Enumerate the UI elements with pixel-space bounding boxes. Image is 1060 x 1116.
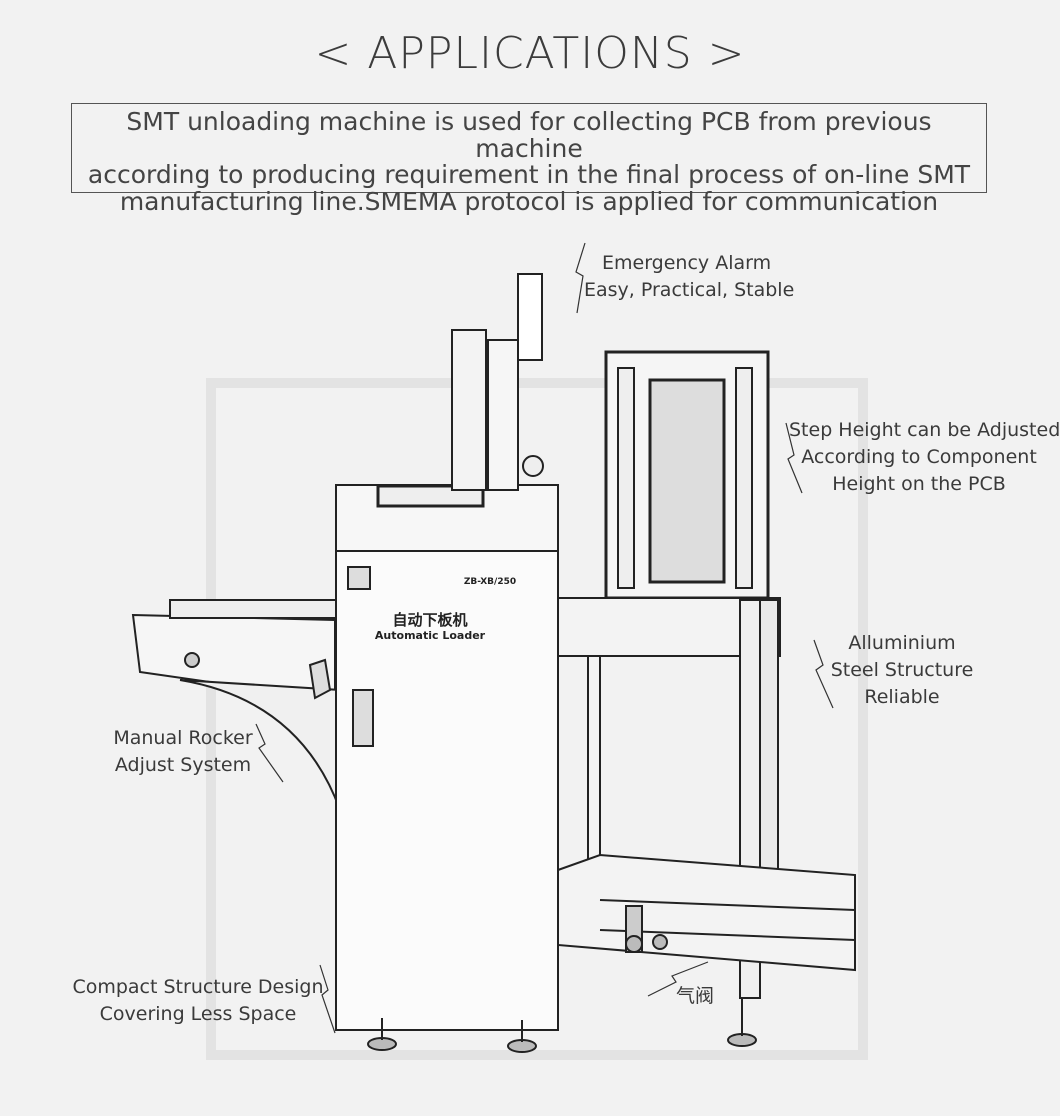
callout-step-height: Step Height can be Adjusted According to… — [789, 419, 1060, 495]
callout-line-valve — [647, 961, 709, 997]
page-title: < APPLICATIONS > — [314, 28, 746, 79]
model-label: ZB-XB/250 — [464, 577, 516, 587]
callout-line-alluminium — [813, 639, 834, 709]
callout-emergency-alarm: Emergency Alarm Easy, Practical, Stable — [584, 252, 795, 301]
callout-compact-structure: Compact Structure Design Covering Less S… — [72, 976, 324, 1025]
logo-badge — [347, 566, 371, 590]
main-cabinet — [335, 484, 559, 1031]
callout-line-rocker — [255, 723, 284, 783]
callout-line-emergency — [575, 242, 586, 314]
inner-post — [587, 655, 601, 887]
callout-alluminium: Alluminium Steel Structure Reliable — [830, 632, 974, 708]
lower-platform — [557, 853, 856, 972]
description-line-2: according to producing requirement in th… — [87, 160, 971, 189]
callout-line-step-height — [785, 422, 803, 494]
background-frame — [206, 378, 868, 1060]
callout-line-compact — [319, 964, 336, 1034]
description-line-1: SMT unloading machine is used for collec… — [126, 107, 932, 163]
callout-manual-rocker: Manual Rocker Adjust System — [113, 727, 253, 776]
panel-subtitle: Automatic Loader — [375, 629, 486, 642]
lift-column — [451, 329, 487, 491]
left-conveyor-rail — [169, 599, 337, 619]
magazine-inner — [648, 378, 726, 584]
callout-air-valve: 气阀 — [676, 985, 715, 1007]
emergency-alarm — [517, 273, 543, 361]
description-box: SMT unloading machine is used for collec… — [71, 103, 987, 214]
panel-title: 自动下板机 — [392, 611, 467, 629]
cabinet-lock — [352, 689, 374, 747]
manual-rocker — [308, 658, 332, 700]
description-line-3: manufacturing line.SMEMA protocol is app… — [119, 186, 939, 216]
